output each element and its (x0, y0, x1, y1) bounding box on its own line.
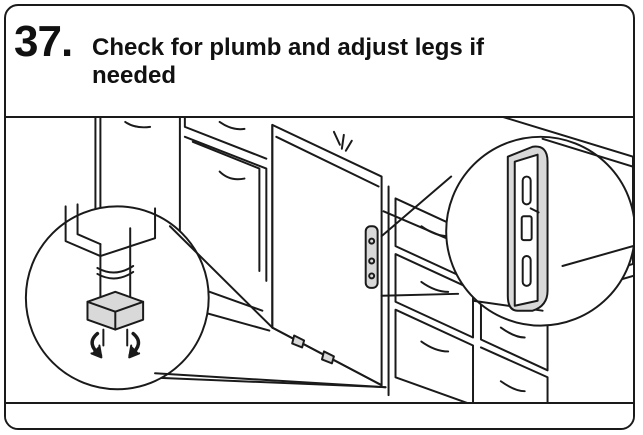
installation-illustration (24, 116, 633, 412)
step-title-line-2: needed (92, 62, 177, 89)
footer-strip (6, 402, 633, 428)
step-number: 37. (14, 17, 73, 66)
instruction-panel: 37. Check for plumb and adjust legs if n… (4, 4, 635, 430)
dishwasher (271, 123, 383, 387)
step-header: 37. Check for plumb and adjust legs if n… (6, 6, 633, 118)
door-latch-detail-icon (380, 135, 633, 327)
step-title: Check for plumb and adjust legs if neede… (92, 34, 612, 90)
rotate-arrows-icon (90, 331, 141, 359)
leveling-leg-detail-icon (24, 203, 387, 391)
step-title-line-1: Check for plumb and adjust legs if (92, 34, 485, 61)
